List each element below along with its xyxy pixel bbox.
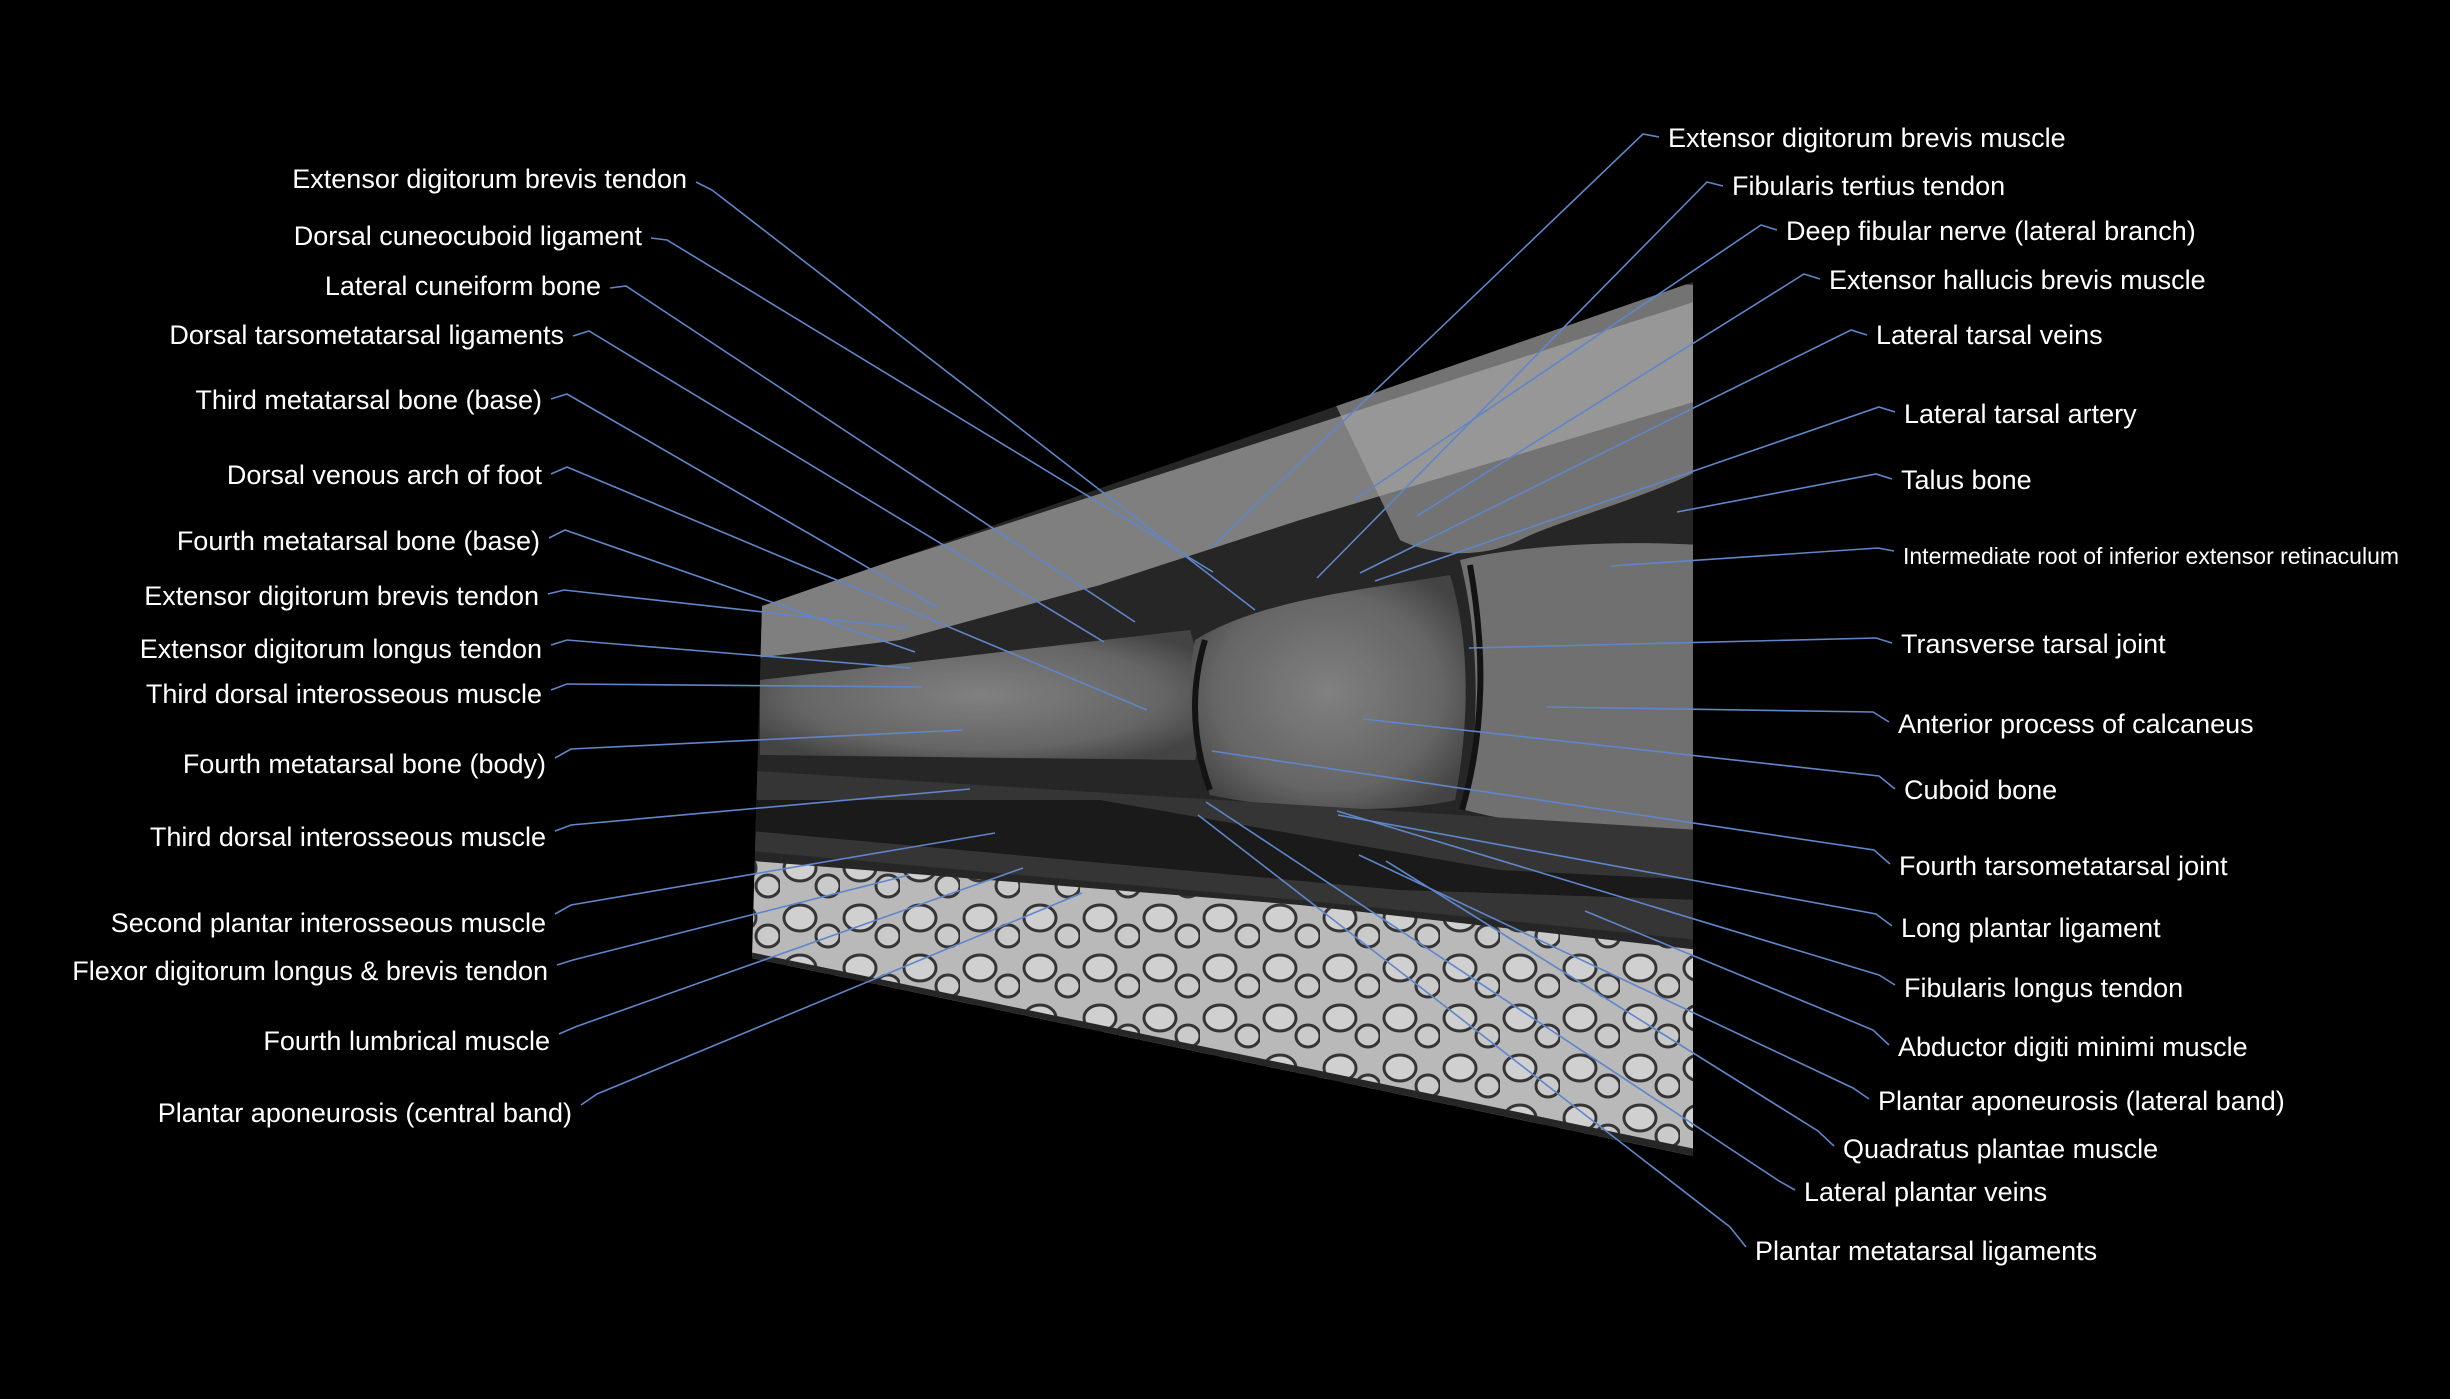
leader-lines-right bbox=[1197, 133, 1896, 1248]
leader-line bbox=[1676, 473, 1893, 513]
label-third-dorsal-interosseous-muscle-2: Third dorsal interosseous muscle bbox=[150, 822, 546, 852]
leader-line bbox=[550, 639, 911, 669]
label-flexor-digitorum-tendon: Flexor digitorum longus & brevis tendon bbox=[72, 956, 548, 986]
labels-left: Extensor digitorum brevis tendon Dorsal … bbox=[72, 164, 687, 1128]
label-plantar-aponeurosis-central: Plantar aponeurosis (central band) bbox=[158, 1098, 572, 1128]
leader-line bbox=[1358, 854, 1870, 1100]
leader-line bbox=[572, 330, 1105, 643]
leader-line bbox=[1212, 133, 1660, 547]
label-dorsal-tarsometatarsal-ligaments: Dorsal tarsometatarsal ligaments bbox=[169, 320, 564, 350]
label-extensor-digitorum-brevis-tendon: Extensor digitorum brevis tendon bbox=[292, 164, 687, 194]
leader-line bbox=[554, 832, 996, 915]
label-extensor-digitorum-brevis-tendon-2: Extensor digitorum brevis tendon bbox=[144, 581, 539, 611]
label-long-plantar-ligament: Long plantar ligament bbox=[1901, 913, 2161, 943]
label-transverse-tarsal-joint: Transverse tarsal joint bbox=[1901, 629, 2166, 659]
label-extensor-digitorum-longus-tendon: Extensor digitorum longus tendon bbox=[140, 634, 542, 664]
label-intermediate-root-extensor-retinaculum: Intermediate root of inferior extensor r… bbox=[1903, 543, 2399, 569]
label-deep-fibular-nerve: Deep fibular nerve (lateral branch) bbox=[1786, 216, 2196, 246]
label-second-plantar-interosseous-muscle: Second plantar interosseous muscle bbox=[111, 908, 546, 938]
label-extensor-hallucis-brevis-muscle: Extensor hallucis brevis muscle bbox=[1829, 265, 2206, 295]
leader-line bbox=[1337, 814, 1893, 927]
leader-line bbox=[1416, 273, 1821, 517]
leader-line bbox=[1336, 810, 1896, 986]
leader-line bbox=[1197, 814, 1747, 1248]
mri-image bbox=[752, 282, 1693, 1156]
label-talus-bone: Talus bone bbox=[1901, 465, 2032, 495]
leader-line bbox=[548, 529, 916, 653]
label-third-metatarsal-base: Third metatarsal bone (base) bbox=[195, 385, 542, 415]
leader-line bbox=[1205, 801, 1796, 1191]
label-abductor-digiti-minimi-muscle: Abductor digiti minimi muscle bbox=[1898, 1032, 2248, 1062]
label-extensor-digitorum-brevis-muscle: Extensor digitorum brevis muscle bbox=[1668, 123, 2066, 153]
label-plantar-aponeurosis-lateral: Plantar aponeurosis (lateral band) bbox=[1878, 1086, 2285, 1116]
leader-line bbox=[554, 788, 971, 832]
label-quadratus-plantae-muscle: Quadratus plantae muscle bbox=[1843, 1134, 2158, 1164]
leader-line bbox=[550, 683, 923, 691]
leader-line bbox=[580, 892, 1083, 1106]
leader-line bbox=[1316, 181, 1724, 579]
label-fibularis-tertius-tendon: Fibularis tertius tendon bbox=[1732, 171, 2005, 201]
leader-line bbox=[1385, 860, 1835, 1147]
labels-right: Extensor digitorum brevis muscle Fibular… bbox=[1668, 123, 2399, 1266]
leader-lines-left bbox=[547, 181, 1256, 1106]
label-lateral-cuneiform-bone: Lateral cuneiform bone bbox=[325, 271, 601, 301]
leader-line bbox=[554, 729, 964, 759]
leader-line bbox=[609, 285, 1136, 623]
label-dorsal-venous-arch: Dorsal venous arch of foot bbox=[227, 460, 543, 490]
leader-line bbox=[1374, 406, 1896, 582]
label-lateral-tarsal-artery: Lateral tarsal artery bbox=[1904, 399, 2137, 429]
leader-line bbox=[1353, 224, 1778, 501]
leader-line bbox=[550, 466, 1148, 711]
label-lateral-plantar-veins: Lateral plantar veins bbox=[1804, 1177, 2047, 1207]
label-anterior-process-calcaneus: Anterior process of calcaneus bbox=[1898, 709, 2254, 739]
leader-line bbox=[556, 874, 910, 966]
leader-line bbox=[1362, 718, 1896, 790]
label-lateral-tarsal-veins: Lateral tarsal veins bbox=[1876, 320, 2103, 350]
label-third-dorsal-interosseous-muscle: Third dorsal interosseous muscle bbox=[146, 679, 542, 709]
label-cuboid-bone: Cuboid bone bbox=[1904, 775, 2057, 805]
leader-line bbox=[550, 393, 939, 609]
leader-line bbox=[558, 867, 1024, 1035]
leader-line bbox=[1610, 547, 1895, 567]
leader-line bbox=[650, 237, 1214, 573]
label-fourth-metatarsal-base: Fourth metatarsal bone (base) bbox=[177, 526, 540, 556]
label-fibularis-longus-tendon: Fibularis longus tendon bbox=[1904, 973, 2183, 1003]
label-fourth-tarsometatarsal-joint: Fourth tarsometatarsal joint bbox=[1899, 851, 2228, 881]
label-fourth-lumbrical-muscle: Fourth lumbrical muscle bbox=[263, 1026, 550, 1056]
label-plantar-metatarsal-ligaments: Plantar metatarsal ligaments bbox=[1755, 1236, 2097, 1266]
leader-line bbox=[1211, 750, 1891, 865]
leader-line bbox=[547, 589, 909, 629]
leader-line bbox=[1468, 637, 1893, 649]
label-fourth-metatarsal-body: Fourth metatarsal bone (body) bbox=[183, 749, 546, 779]
label-dorsal-cuneocuboid-ligament: Dorsal cuneocuboid ligament bbox=[294, 221, 643, 251]
leader-line bbox=[695, 181, 1256, 611]
leader-line bbox=[1584, 910, 1890, 1046]
leader-line bbox=[1359, 329, 1868, 574]
leader-line bbox=[1546, 706, 1890, 723]
